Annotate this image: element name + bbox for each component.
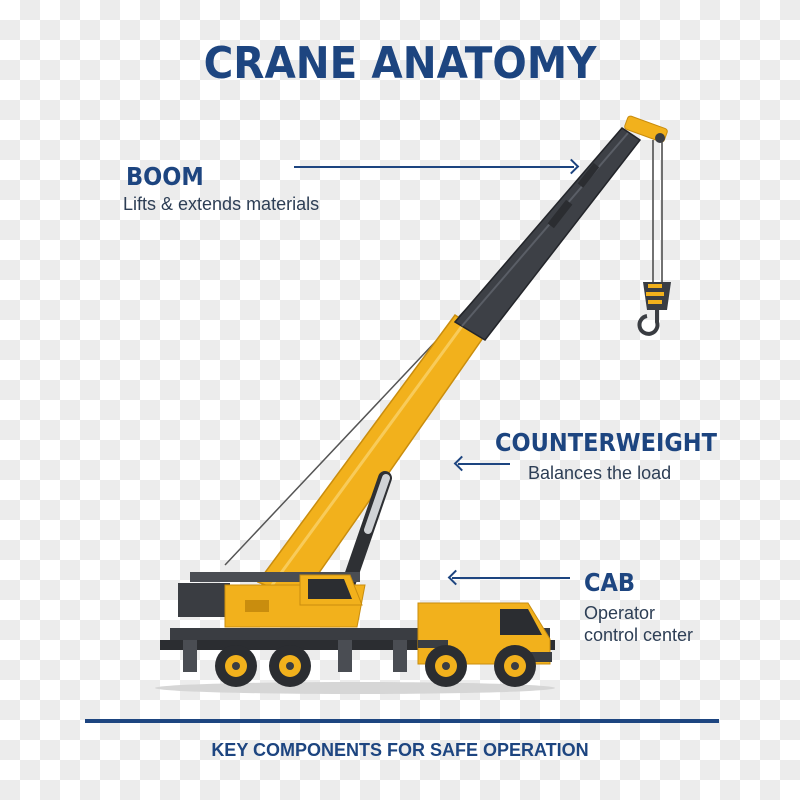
luffing-cable	[224, 304, 471, 566]
hydraulic-rod	[364, 474, 390, 534]
boom-heading: BOOM	[126, 162, 204, 191]
boom-collar-1	[547, 199, 573, 229]
truck-cab-window	[500, 609, 542, 635]
chassis-rail	[160, 640, 555, 650]
hook	[637, 310, 660, 336]
boom-description: Lifts & extends materials	[123, 194, 320, 214]
hook-block-stripes	[646, 284, 664, 304]
crane-cab-window	[308, 579, 352, 599]
boom-highlight	[268, 321, 467, 589]
footer-divider	[85, 719, 719, 723]
ground-shadow	[155, 682, 555, 694]
counterweight-description: Balances the load	[528, 463, 672, 483]
upper-deck	[190, 572, 360, 582]
boom-sheave	[655, 133, 665, 143]
page-title: CRANE ANATOMY	[203, 38, 597, 89]
cab-heading: CAB	[584, 568, 636, 597]
footer-caption: KEY COMPONENTS FOR SAFE OPERATION	[211, 740, 589, 760]
counterweight-heading: COUNTERWEIGHT	[495, 428, 717, 457]
counterweight-block	[178, 583, 230, 617]
boom-telescopic-highlight	[461, 132, 629, 327]
cab-description-line1: Operator	[584, 603, 656, 623]
cab-description-line2: control center	[584, 625, 694, 645]
outrigger-right	[393, 640, 407, 672]
outrigger-left	[183, 640, 197, 672]
boom-telescopic-section	[453, 127, 642, 341]
cab-pointer-line	[452, 577, 570, 579]
counterweight-pointer-line	[458, 463, 510, 465]
outrigger-mid	[338, 640, 352, 672]
boom-pointer-line	[294, 166, 574, 168]
wheels	[215, 645, 536, 687]
truck-cab-step	[418, 640, 448, 648]
boom-collar-2	[577, 162, 600, 188]
superstructure-vents	[245, 600, 269, 612]
